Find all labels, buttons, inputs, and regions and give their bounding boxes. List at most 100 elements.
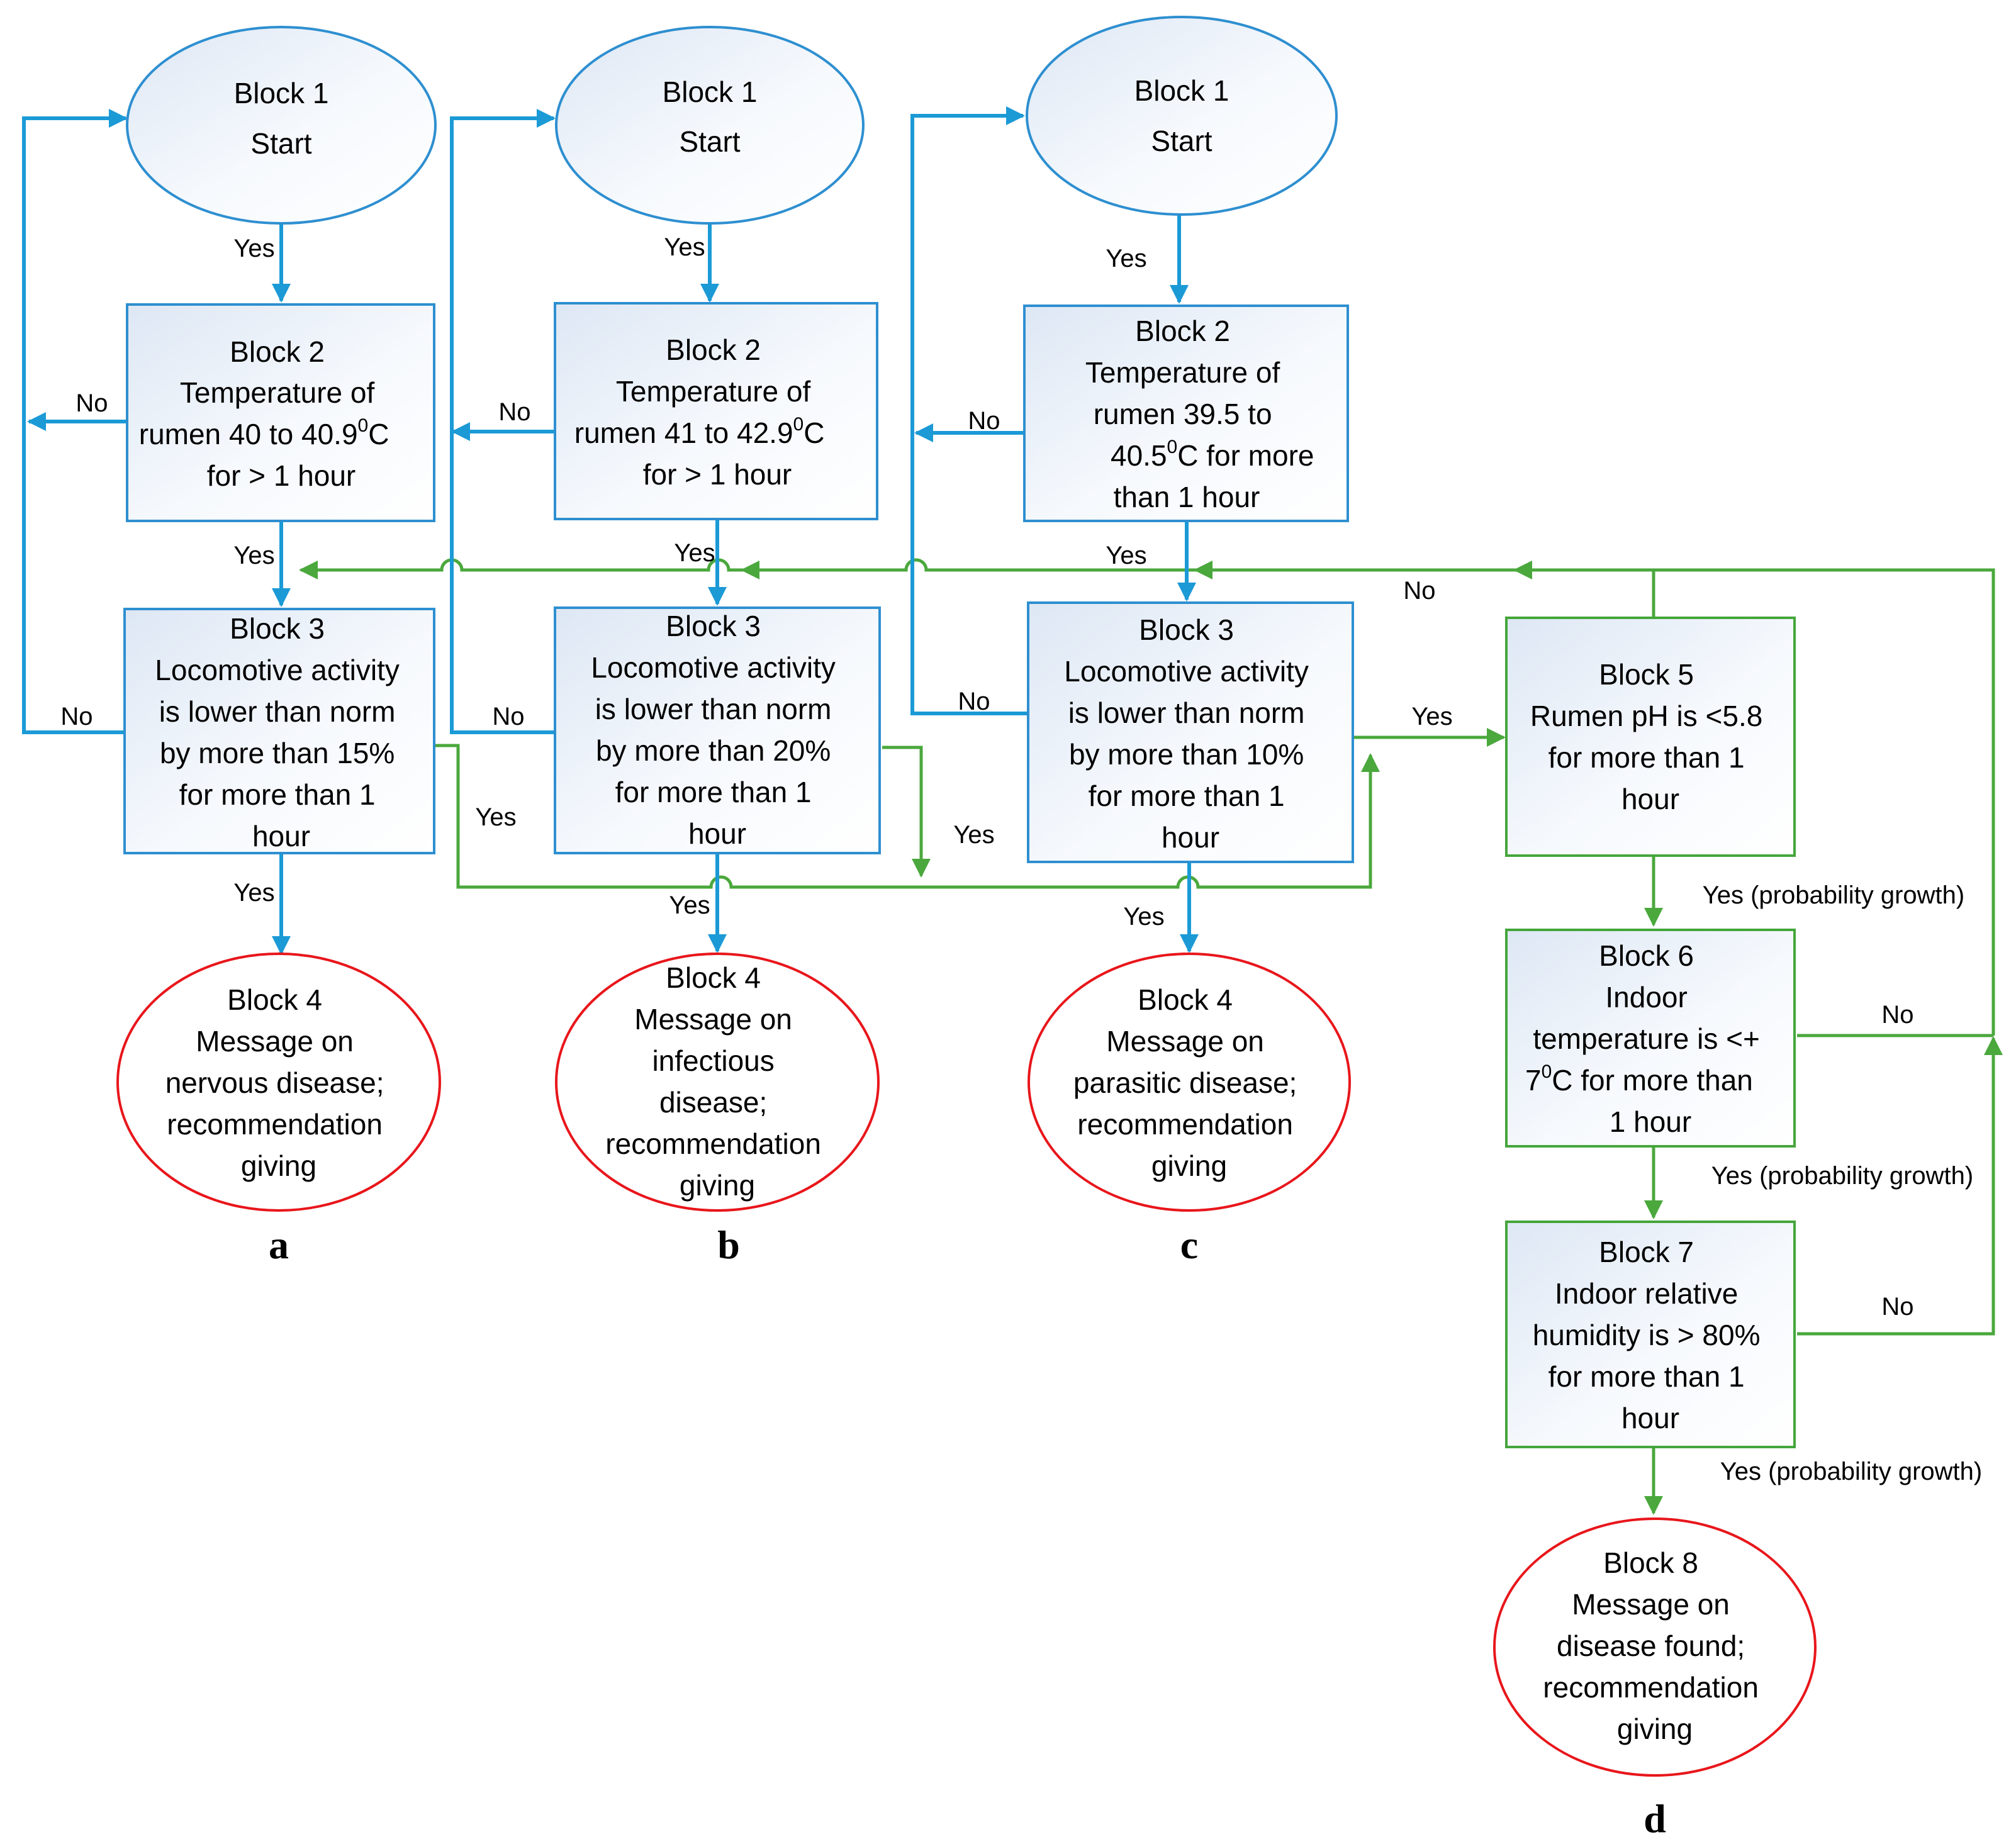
block7 (1505, 1221, 1796, 1448)
block3-c-line-3: is lower than norm (1068, 696, 1305, 729)
block4-b-line-5: recommendation (605, 1127, 821, 1160)
svg-text:Block 6 Indoor tem: Block 6 Indoor temperature is <+ 70C for… (1525, 939, 1768, 1138)
green-feedback-to-b (741, 558, 1196, 579)
block6-line-2: Indoor (1605, 981, 1687, 1014)
svg-text:Block 3 Locomotive activ: Block 3 Locomotive activity is lower tha… (155, 612, 407, 852)
block8-line-2: Message on (1572, 1588, 1730, 1621)
block3-c (1027, 601, 1354, 863)
block4-b-line-3: infectious (652, 1044, 774, 1077)
column-d: Block 5 Rumen pH is <5.8 for more than 1… (1493, 617, 1817, 1841)
block2-b-line-4: for > 1 hour (643, 458, 792, 491)
label-yes-a4: Yes (233, 879, 274, 907)
svg-text:Block 2 Temperature of: Block 2 Temperature of rumen 40 to 40.90… (139, 335, 398, 492)
svg-text:Block 4 Message on: Block 4 Message on nervous disease; reco… (165, 983, 393, 1182)
block3-b-line-4: by more than 20% (596, 734, 831, 767)
start-oval-c (1026, 16, 1338, 216)
block4-b-line-2: Message on (634, 1003, 792, 1036)
block8-line-4: recommendation (1543, 1671, 1759, 1704)
label-no-block5: No (1403, 577, 1435, 605)
block4-a-line-3: nervous disease; (165, 1066, 384, 1099)
connector-labels: Yes No Yes No Yes Yes Yes No Yes No Yes … (60, 233, 1982, 1485)
label-yes-b4: Yes (669, 891, 710, 919)
svg-text:Block 5 Rumen pH is <5.8: Block 5 Rumen pH is <5.8 for more than 1… (1530, 658, 1771, 815)
block2-a-line-2: Temperature of (180, 376, 375, 409)
block6-line-3: temperature is <+ (1533, 1022, 1760, 1055)
start-a-line-1: Block 1 (234, 77, 329, 109)
block6-sup: 0 (1542, 1061, 1552, 1082)
label-yes-a2: Yes (233, 542, 274, 569)
block2-c-line-1: Block 2 (1135, 315, 1230, 347)
svg-text:Block 2 Temperature of: Block 2 Temperature of rumen 39.5 to 40.… (1085, 315, 1322, 513)
blue-c-loop (910, 106, 1028, 715)
block2-c-line-2: Temperature of (1085, 356, 1280, 389)
block3-b (554, 606, 881, 854)
block2-c (1023, 305, 1349, 522)
block3-a-line-1: Block 3 (230, 612, 325, 645)
label-yes-growth-2: Yes (probability growth) (1711, 1162, 1974, 1190)
caption-d: d (1644, 1796, 1666, 1841)
block3-b-line-6: hour (688, 817, 746, 850)
block2-a-unit: C (368, 418, 389, 450)
block5-line-2: Rumen pH is <5.8 (1530, 700, 1762, 732)
block3-b-line-5: for more than 1 (615, 776, 812, 808)
block2-b-sup: 0 (793, 414, 804, 435)
blue-connectors (22, 106, 1199, 955)
block4-a-line-5: giving (241, 1149, 316, 1182)
caption-a: a (269, 1222, 289, 1267)
block6 (1505, 929, 1796, 1148)
block2-b-unit: C (804, 416, 824, 449)
block3-b-line-1: Block 3 (666, 610, 761, 642)
label-yes-growth-1: Yes (probability growth) (1703, 881, 1965, 909)
block2-b-line-2: Temperature of (616, 375, 811, 408)
green-link-block7-no (1797, 1036, 2003, 1336)
block5-line-3: for more than 1 (1548, 741, 1745, 774)
label-no-a1: No (76, 389, 108, 417)
block2-c-line-4b: C for more (1177, 439, 1314, 472)
label-yes-c2: Yes (1106, 542, 1146, 569)
block5-line-1: Block 5 (1599, 658, 1694, 691)
block2-c-sup: 0 (1167, 437, 1178, 457)
block8-line-3: disease found; (1557, 1629, 1745, 1662)
block4-b-line-6: giving (680, 1169, 755, 1202)
block3-a-line-6: hour (252, 820, 310, 852)
block3-b-line-3: is lower than norm (595, 693, 832, 725)
caption-b: b (717, 1222, 740, 1267)
block3-c-line-6: hour (1162, 821, 1219, 854)
block2-a-line-3: rumen 40 to 40.9 (139, 418, 358, 450)
svg-text:Block 2 Temperature of: Block 2 Temperature of rumen 41 to 42.90… (574, 333, 833, 491)
block4-a-line-1: Block 4 (227, 983, 322, 1016)
start-c-line-1: Block 1 (1134, 74, 1229, 107)
start-b-line-1: Block 1 (663, 75, 758, 108)
block8-line-1: Block 8 (1603, 1546, 1698, 1579)
block3-a-line-5: for more than 1 (179, 778, 376, 811)
svg-text:Block 4 Message on: Block 4 Message on parasitic disease; re… (1073, 983, 1305, 1182)
block2-b-line-3: rumen 41 to 42.9 (574, 416, 793, 449)
block5-line-4: hour (1621, 783, 1679, 815)
block7-line-1: Block 7 (1599, 1236, 1694, 1268)
block4-oval-b (555, 953, 880, 1212)
block4-oval-c (1028, 953, 1351, 1212)
block6-line-1: Block 6 (1599, 939, 1694, 972)
label-no-block7: No (1881, 1293, 1913, 1321)
green-right-rail (1513, 561, 1995, 1036)
label-no-c2: No (958, 688, 990, 715)
green-feedback-to-a (299, 558, 742, 579)
block2-b (554, 302, 878, 520)
block7-line-5: hour (1621, 1402, 1679, 1434)
label-yes-b2: Yes (674, 539, 715, 567)
block4-b-line-1: Block 4 (666, 961, 761, 994)
green-link-a-to-block5 (434, 744, 1380, 889)
svg-text:Block 3 Locomotive activ: Block 3 Locomotive activity is lower tha… (1064, 613, 1316, 854)
block4-a-line-4: recommendation (167, 1108, 383, 1141)
svg-text:Block 8 Message on: Block 8 Message on disease found; recomm… (1543, 1546, 1766, 1745)
block3-c-line-1: Block 3 (1139, 613, 1234, 646)
block3-c-line-5: for more than 1 (1089, 780, 1285, 812)
svg-text:Block 4 Message on: Block 4 Message on infectious disease; r… (605, 961, 829, 1202)
block4-c-line-3: parasitic disease; (1073, 1066, 1297, 1099)
